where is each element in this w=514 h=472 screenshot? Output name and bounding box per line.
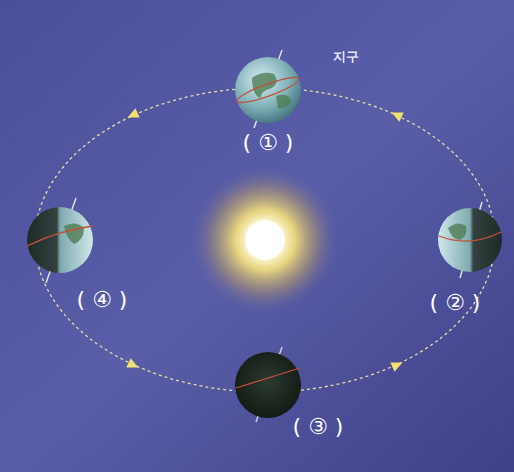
callout-number: ( ① ) — [243, 132, 294, 154]
callout-number: ( ③ ) — [293, 416, 344, 438]
earth-label: 지구 — [333, 50, 359, 63]
callout-number: ( ② ) — [430, 292, 481, 314]
callout-number: ( ④ ) — [77, 289, 128, 311]
